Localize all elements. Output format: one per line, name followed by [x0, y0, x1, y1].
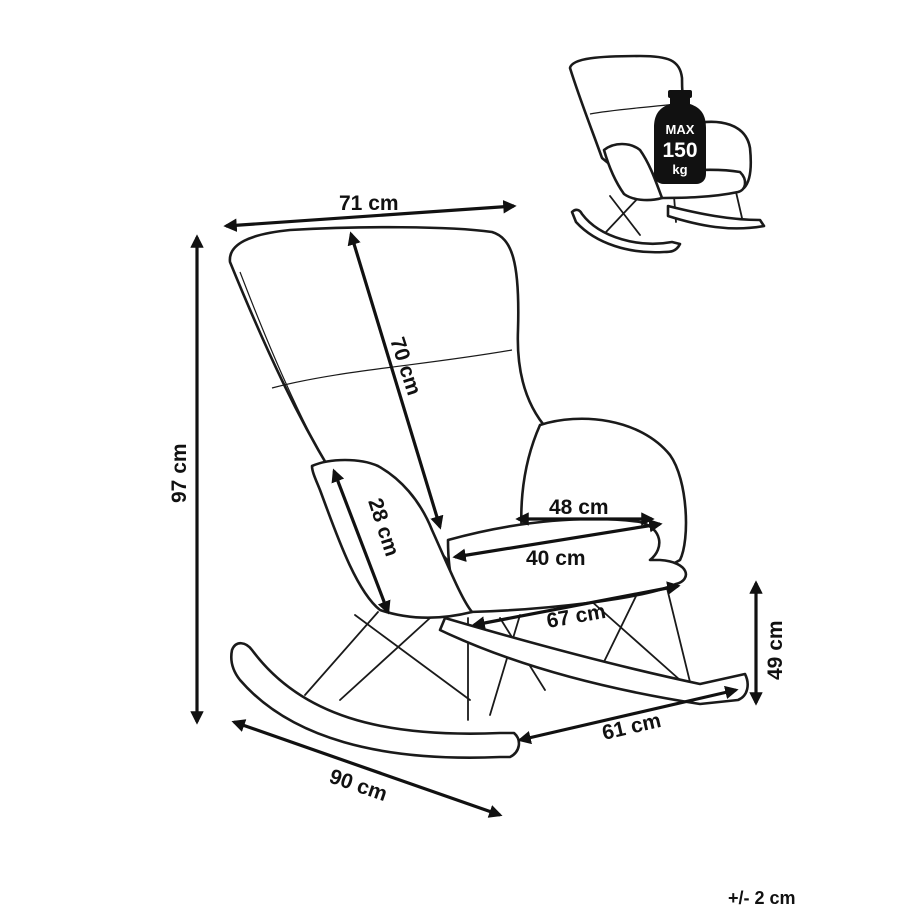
label-total-depth: 90 cm — [326, 765, 390, 806]
weight-icon-cap — [668, 90, 692, 98]
leg-front-2 — [489, 614, 521, 716]
dim-line-base-width — [517, 685, 739, 745]
dim-line-total-depth — [231, 719, 503, 818]
thumb-rocker-back — [666, 204, 766, 230]
chair-illustration — [228, 225, 749, 759]
rocker-back — [438, 616, 749, 706]
dim-line-back-height — [347, 231, 444, 530]
label-seat-width: 40 cm — [526, 547, 586, 570]
thumb-leg-2 — [605, 195, 641, 233]
label-seat-height: 49 cm — [764, 620, 787, 680]
badge-unit: kg — [672, 162, 687, 177]
weight-badge: MAX 150 kg — [654, 90, 706, 184]
label-total-height: 97 cm — [168, 443, 191, 503]
thumb-arm-left — [602, 142, 664, 202]
weight-icon — [654, 96, 706, 184]
dim-line-seat-width — [452, 519, 663, 562]
thumb-leg-1 — [609, 195, 641, 236]
badge-max: MAX — [666, 122, 695, 137]
thumb-back-seam — [589, 103, 677, 115]
label-seat-depth: 48 cm — [549, 496, 609, 519]
leg-cross-1 — [354, 614, 471, 701]
leg-back-left — [304, 611, 379, 696]
dim-line-width-top — [223, 200, 517, 232]
leg-back-left-2 — [339, 617, 431, 701]
thumb-leg-4 — [735, 191, 743, 219]
dimension-lines — [190, 200, 763, 818]
dim-line-armrest — [331, 468, 391, 615]
badge-value: 150 — [662, 139, 697, 162]
thumbnail-chair: MAX 150 kg — [568, 54, 766, 254]
leg-right-1 — [664, 579, 691, 683]
rocker-front — [229, 641, 521, 759]
label-width-top: 71 cm — [339, 192, 399, 215]
label-base-width: 61 cm — [600, 709, 663, 745]
thumb-rocker-front — [570, 208, 682, 254]
back-inner-line — [239, 271, 331, 471]
tolerance-note: +/- 2 cm — [728, 888, 796, 908]
dim-line-rocker-depth — [471, 581, 681, 630]
